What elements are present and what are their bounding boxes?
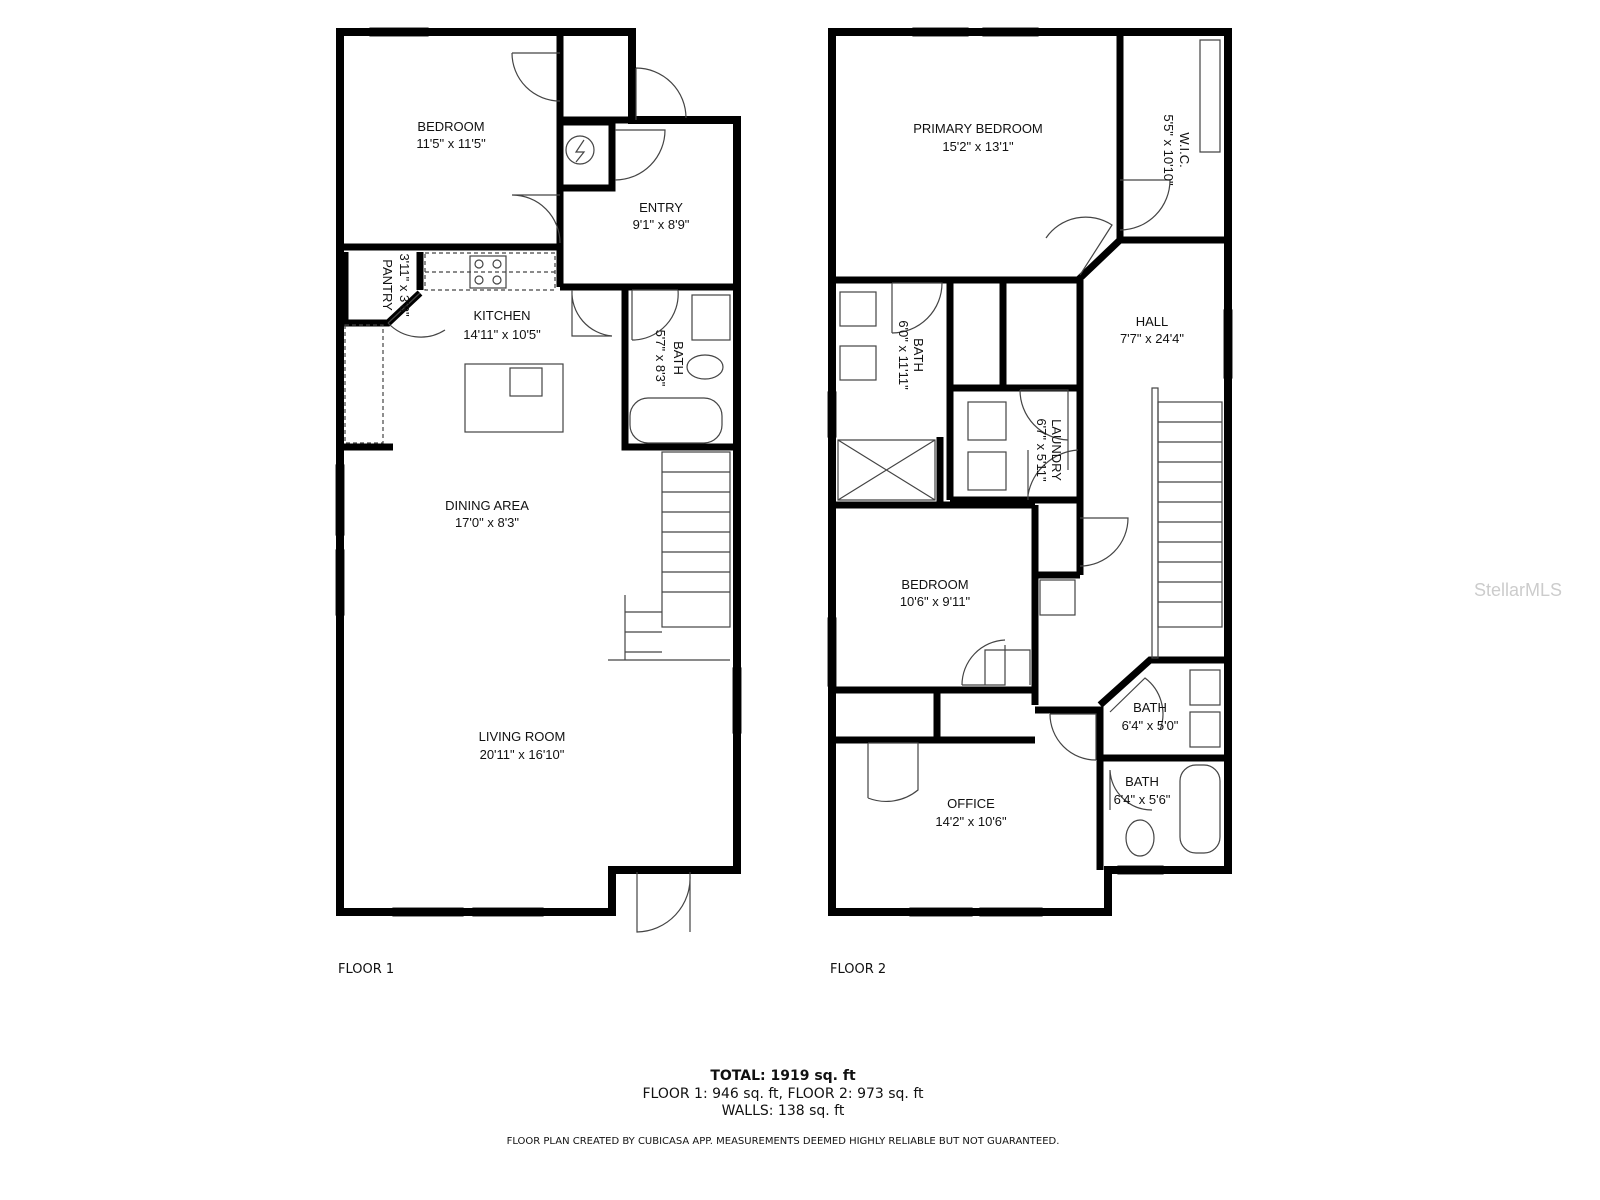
- room-name: DINING AREA: [445, 498, 529, 513]
- room-name: LAUNDRY: [1049, 419, 1064, 481]
- room-size: 14'2" x 10'6": [935, 814, 1007, 829]
- shower-icon: [837, 439, 936, 501]
- floor1-plan: BEDROOM 11'5" x 11'5" ENTRY 9'1" x 8'9" …: [335, 27, 742, 933]
- door[interactable]: [631, 289, 679, 341]
- room-name: BATH: [1125, 774, 1159, 789]
- room-name: HALL: [1136, 314, 1169, 329]
- room-name: PRIMARY BEDROOM: [913, 121, 1043, 136]
- room-size: 5'5" x 10'10": [1161, 114, 1176, 186]
- floor2-exterior-walls: [828, 28, 1232, 916]
- room-name: BATH: [671, 341, 686, 375]
- sink-icon: [1189, 711, 1221, 748]
- bathtub-icon: [629, 397, 723, 444]
- door[interactable]: [1109, 769, 1153, 811]
- watermark: StellarMLS: [1474, 580, 1562, 600]
- floor2-plan: PRIMARY BEDROOM 15'2" x 13'1" W.I.C. 5'5…: [827, 27, 1233, 917]
- room-size: 11'5" x 11'5": [416, 136, 486, 151]
- floor1-interior-walls: [340, 32, 737, 451]
- room-size: 3'11" x 3'8": [397, 253, 412, 316]
- room-size: 6'4" x 5'0": [1122, 718, 1179, 733]
- room-name: LIVING ROOM: [479, 729, 566, 744]
- sink-icon: [839, 291, 877, 327]
- room-name: BATH: [1133, 700, 1167, 715]
- door[interactable]: [1049, 713, 1097, 761]
- floor1-exterior-walls: [336, 28, 741, 916]
- door[interactable]: [867, 742, 919, 802]
- door[interactable]: [571, 289, 613, 337]
- floor-areas: FLOOR 1: 946 sq. ft, FLOOR 2: 973 sq. ft: [642, 1086, 924, 1102]
- room-name: BEDROOM: [417, 119, 484, 134]
- water-heater-icon: [565, 135, 595, 165]
- door[interactable]: [614, 129, 666, 181]
- door[interactable]: [961, 639, 1031, 686]
- room-name: BEDROOM: [901, 577, 968, 592]
- room-size: 5'7" x 8'3": [653, 330, 668, 387]
- door[interactable]: [1045, 216, 1113, 276]
- room-name: BATH: [911, 338, 926, 372]
- room-name: W.I.C.: [1177, 132, 1192, 167]
- door[interactable]: [635, 67, 687, 120]
- sink-icon: [839, 345, 877, 381]
- toilet-icon: [686, 354, 724, 380]
- door[interactable]: [1027, 449, 1079, 500]
- floor1-label: FLOOR 1: [338, 962, 395, 977]
- room-name: KITCHEN: [473, 308, 530, 323]
- kitchen-island: [464, 363, 564, 433]
- walls-area: WALLS: 138 sq. ft: [721, 1103, 845, 1119]
- floor1-stairs: [608, 451, 731, 661]
- door[interactable]: [387, 292, 446, 338]
- room-name: ENTRY: [639, 200, 683, 215]
- total-area: TOTAL: 1919 sq. ft: [710, 1068, 856, 1084]
- sink-icon: [691, 294, 731, 341]
- sink-icon: [509, 367, 543, 397]
- room-size: 17'0" x 8'3": [455, 515, 519, 530]
- room-size: 14'11" x 10'5": [463, 327, 541, 342]
- sink-icon: [1189, 669, 1221, 706]
- room-size: 6'7" x 5'11": [1034, 418, 1049, 481]
- door[interactable]: [891, 282, 943, 334]
- washer-icon: [967, 401, 1007, 441]
- room-size: 20'11" x 16'10": [480, 747, 565, 762]
- room-size: 6'0" x 11'11": [896, 320, 911, 390]
- door[interactable]: [511, 194, 561, 244]
- room-size: 7'7" x 24'4": [1120, 331, 1184, 346]
- room-name: PANTRY: [380, 259, 395, 311]
- room-size: 9'1" x 8'9": [633, 217, 690, 232]
- bathtub-icon: [1179, 764, 1221, 854]
- dryer-icon: [967, 451, 1007, 491]
- entry-door[interactable]: [636, 872, 691, 933]
- room-size: 15'2" x 13'1": [942, 139, 1014, 154]
- room-size: 10'6" x 9'11": [900, 594, 971, 609]
- door[interactable]: [1079, 517, 1129, 567]
- room-size: 6'4" x 5'6": [1114, 792, 1171, 807]
- door[interactable]: [1119, 179, 1171, 231]
- disclaimer: FLOOR PLAN CREATED BY CUBICASA APP. MEAS…: [506, 1136, 1060, 1147]
- toilet-icon: [1125, 819, 1155, 857]
- door[interactable]: [511, 52, 561, 102]
- stove-icon: [469, 255, 507, 289]
- door[interactable]: [1109, 677, 1164, 731]
- floor2-label: FLOOR 2: [830, 962, 887, 977]
- room-name: OFFICE: [947, 796, 995, 811]
- door[interactable]: [1019, 389, 1069, 470]
- floor2-stairs: [1039, 387, 1223, 659]
